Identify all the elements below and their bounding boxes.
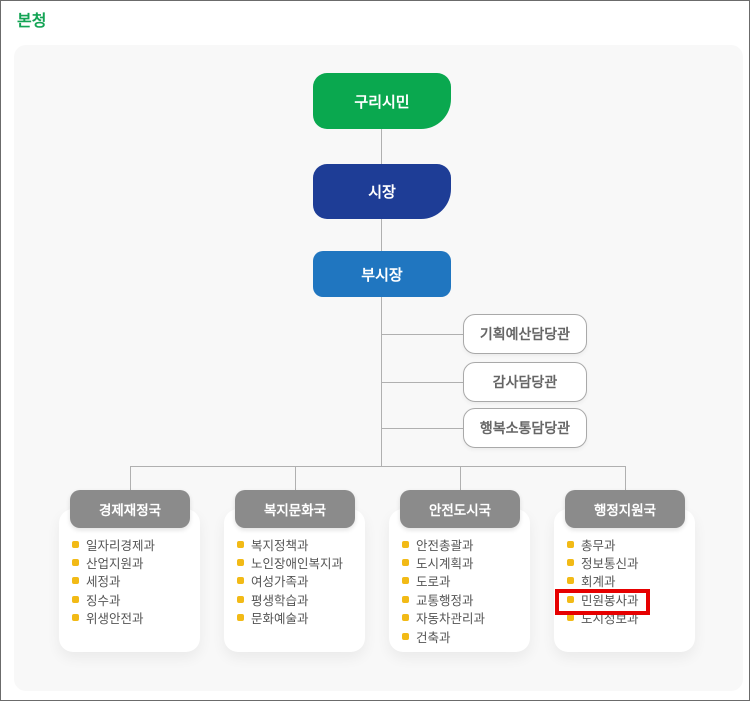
annotation-highlight-box <box>555 589 650 615</box>
bureau-header-safe-city[interactable]: 안전도시국 <box>400 490 520 528</box>
bullet-icon <box>72 559 79 567</box>
dept-list: 총무과 정보통신과 회계과 민원봉사과 도시정보과 <box>567 535 691 627</box>
connector-line <box>381 129 382 164</box>
bullet-icon <box>72 540 79 548</box>
bullet-icon <box>237 559 244 567</box>
staff-office-communication[interactable]: 행복소통담당관 <box>463 408 587 448</box>
dept-item[interactable]: 평생학습과 <box>237 590 361 608</box>
page-title: 본청 <box>17 13 47 30</box>
bullet-icon <box>402 632 409 640</box>
bullet-icon <box>402 595 409 603</box>
dept-label: 노인장애인복지과 <box>251 557 344 572</box>
bureau-header-admin-support[interactable]: 행정지원국 <box>565 490 685 528</box>
dept-item[interactable]: 복지정책과 <box>237 535 361 553</box>
dept-item[interactable]: 위생안전과 <box>72 609 196 627</box>
bullet-icon <box>567 577 574 585</box>
dept-item[interactable]: 문화예술과 <box>237 609 361 627</box>
bullet-icon <box>237 540 244 548</box>
connector-line <box>381 219 382 251</box>
dept-label: 징수과 <box>86 593 121 608</box>
dept-label: 교통행정과 <box>416 593 474 608</box>
dept-label: 도시정보과 <box>581 612 639 627</box>
bureau-card: 일자리경제과 산업지원과 세정과 징수과 위생안전과 <box>59 509 200 652</box>
dept-item[interactable]: 징수과 <box>72 590 196 608</box>
dept-label: 위생안전과 <box>86 612 144 627</box>
dept-item[interactable]: 노인장애인복지과 <box>237 553 361 571</box>
bureau-card: 복지정책과 노인장애인복지과 여성가족과 평생학습과 문화예술과 <box>224 509 365 652</box>
connector-line <box>381 297 382 466</box>
dept-label: 자동차관리과 <box>416 612 486 627</box>
dept-item[interactable]: 산업지원과 <box>72 553 196 571</box>
dept-label: 건축과 <box>416 630 451 645</box>
connector-line <box>382 382 463 383</box>
node-citizens: 구리시민 <box>313 73 451 129</box>
bullet-icon <box>567 595 574 603</box>
dept-item[interactable]: 건축과 <box>402 627 526 645</box>
dept-item[interactable]: 세정과 <box>72 572 196 590</box>
bullet-icon <box>72 577 79 585</box>
dept-item[interactable]: 총무과 <box>567 535 691 553</box>
bullet-icon <box>237 614 244 622</box>
dept-item[interactable]: 자동차관리과 <box>402 609 526 627</box>
node-vice-mayor: 부시장 <box>313 251 451 297</box>
dept-label: 민원봉사과 <box>581 593 639 608</box>
bullet-icon <box>402 614 409 622</box>
dept-item[interactable]: 일자리경제과 <box>72 535 196 553</box>
dept-label: 도시계획과 <box>416 557 474 572</box>
bureau-card: 안전총괄과 도시계획과 도로과 교통행정과 자동차관리과 건축과 <box>389 509 530 652</box>
dept-label: 문화예술과 <box>251 612 309 627</box>
dept-label: 복지정책과 <box>251 538 309 553</box>
bullet-icon <box>237 577 244 585</box>
dept-label: 일자리경제과 <box>86 538 156 553</box>
bullet-icon <box>72 614 79 622</box>
dept-label: 정보통신과 <box>581 557 639 572</box>
dept-label: 평생학습과 <box>251 593 309 608</box>
connector-line <box>130 466 131 490</box>
connector-line <box>460 466 461 490</box>
dept-list: 안전총괄과 도시계획과 도로과 교통행정과 자동차관리과 건축과 <box>402 535 526 645</box>
dept-label: 회계과 <box>581 575 616 590</box>
dept-item[interactable]: 도시정보과 <box>567 609 691 627</box>
staff-office-audit[interactable]: 감사담당관 <box>463 362 587 402</box>
dept-item[interactable]: 교통행정과 <box>402 590 526 608</box>
dept-item-highlighted[interactable]: 민원봉사과 <box>567 590 691 608</box>
connector-line <box>382 334 463 335</box>
dept-label: 도로과 <box>416 575 451 590</box>
dept-label: 총무과 <box>581 538 616 553</box>
bullet-icon <box>567 559 574 567</box>
bureau-header-welfare-culture[interactable]: 복지문화국 <box>235 490 355 528</box>
connector-line <box>382 428 463 429</box>
dept-label: 여성가족과 <box>251 575 309 590</box>
dept-label: 안전총괄과 <box>416 538 474 553</box>
dept-list: 일자리경제과 산업지원과 세정과 징수과 위생안전과 <box>72 535 196 627</box>
bureau-header-economy-finance[interactable]: 경제재정국 <box>70 490 190 528</box>
bureau-card: 총무과 정보통신과 회계과 민원봉사과 도시정보과 <box>554 509 695 652</box>
connector-line <box>625 466 626 490</box>
bullet-icon <box>402 540 409 548</box>
dept-list: 복지정책과 노인장애인복지과 여성가족과 평생학습과 문화예술과 <box>237 535 361 627</box>
dept-label: 산업지원과 <box>86 557 144 572</box>
staff-office-planning-budget[interactable]: 기획예산담당관 <box>463 314 587 354</box>
dept-item[interactable]: 도시계획과 <box>402 553 526 571</box>
bullet-icon <box>567 614 574 622</box>
bullet-icon <box>237 595 244 603</box>
connector-line <box>295 466 296 490</box>
dept-item[interactable]: 정보통신과 <box>567 553 691 571</box>
dept-item[interactable]: 회계과 <box>567 572 691 590</box>
dept-item[interactable]: 안전총괄과 <box>402 535 526 553</box>
connector-line <box>130 466 626 467</box>
bullet-icon <box>402 559 409 567</box>
node-mayor: 시장 <box>313 164 451 219</box>
dept-item[interactable]: 여성가족과 <box>237 572 361 590</box>
bullet-icon <box>72 595 79 603</box>
dept-item[interactable]: 도로과 <box>402 572 526 590</box>
bullet-icon <box>402 577 409 585</box>
bullet-icon <box>567 540 574 548</box>
dept-label: 세정과 <box>86 575 121 590</box>
